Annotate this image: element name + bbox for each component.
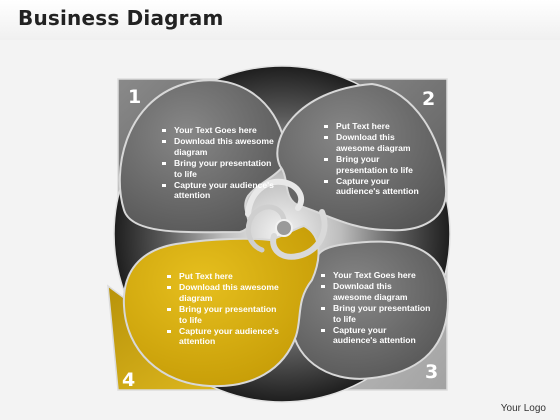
quadrant-3-bullet: Your Text Goes here [319,270,431,280]
quadrant-2-bullet: Bring your presentation to life [322,154,432,175]
quadrant-1-bullet: Your Text Goes here [160,125,275,135]
logo-text: Your Logo [500,403,546,414]
quadrant-4-bullet: Capture your audience's attention [165,326,280,347]
quadrant-2-bullets: Put Text here Download this awesome diag… [322,121,432,198]
page-title: Business Diagram [18,6,224,30]
quadrant-3-bullet: Bring your presentation to life [319,303,431,324]
petal-2 [276,82,448,232]
quadrant-1-bullet: Bring your presentation to life [160,158,275,179]
quadrant-4-bullet: Bring your presentation to life [165,304,280,325]
quadrant-2-bullet: Put Text here [322,121,432,131]
swirl-arm [270,209,328,260]
swirl-center [275,219,293,237]
quadrant-3-bullet: Capture your audience's attention [319,325,431,346]
quadrant-1-bullets: Your Text Goes here Download this awesom… [160,125,275,202]
quadrant-1-bullet: Download this awesome diagram [160,136,275,157]
quadrant-1-bullet: Capture your audience's attention [160,180,275,201]
quadrant-2-bullet: Download this awesome diagram [322,132,432,153]
quadrant-2-number: 2 [422,88,436,110]
quadrant-2-bullet: Capture your audience's attention [322,176,432,197]
quadrant-4-number: 4 [122,369,136,391]
header-band [0,0,560,40]
quadrant-1-number: 1 [128,86,142,108]
quadrant-4-bullet: Download this awesome diagram [165,282,280,303]
quadrant-3-bullet: Download this awesome diagram [319,281,431,302]
quadrant-3-bullets: Your Text Goes here Download this awesom… [319,270,431,347]
quadrant-4-bullet: Put Text here [165,271,280,281]
swirl-arm [245,204,287,253]
quadrant-4-bullets: Put Text here Download this awesome diag… [165,271,280,348]
swirl-arm [245,178,305,217]
quadrant-3-number: 3 [425,361,439,383]
